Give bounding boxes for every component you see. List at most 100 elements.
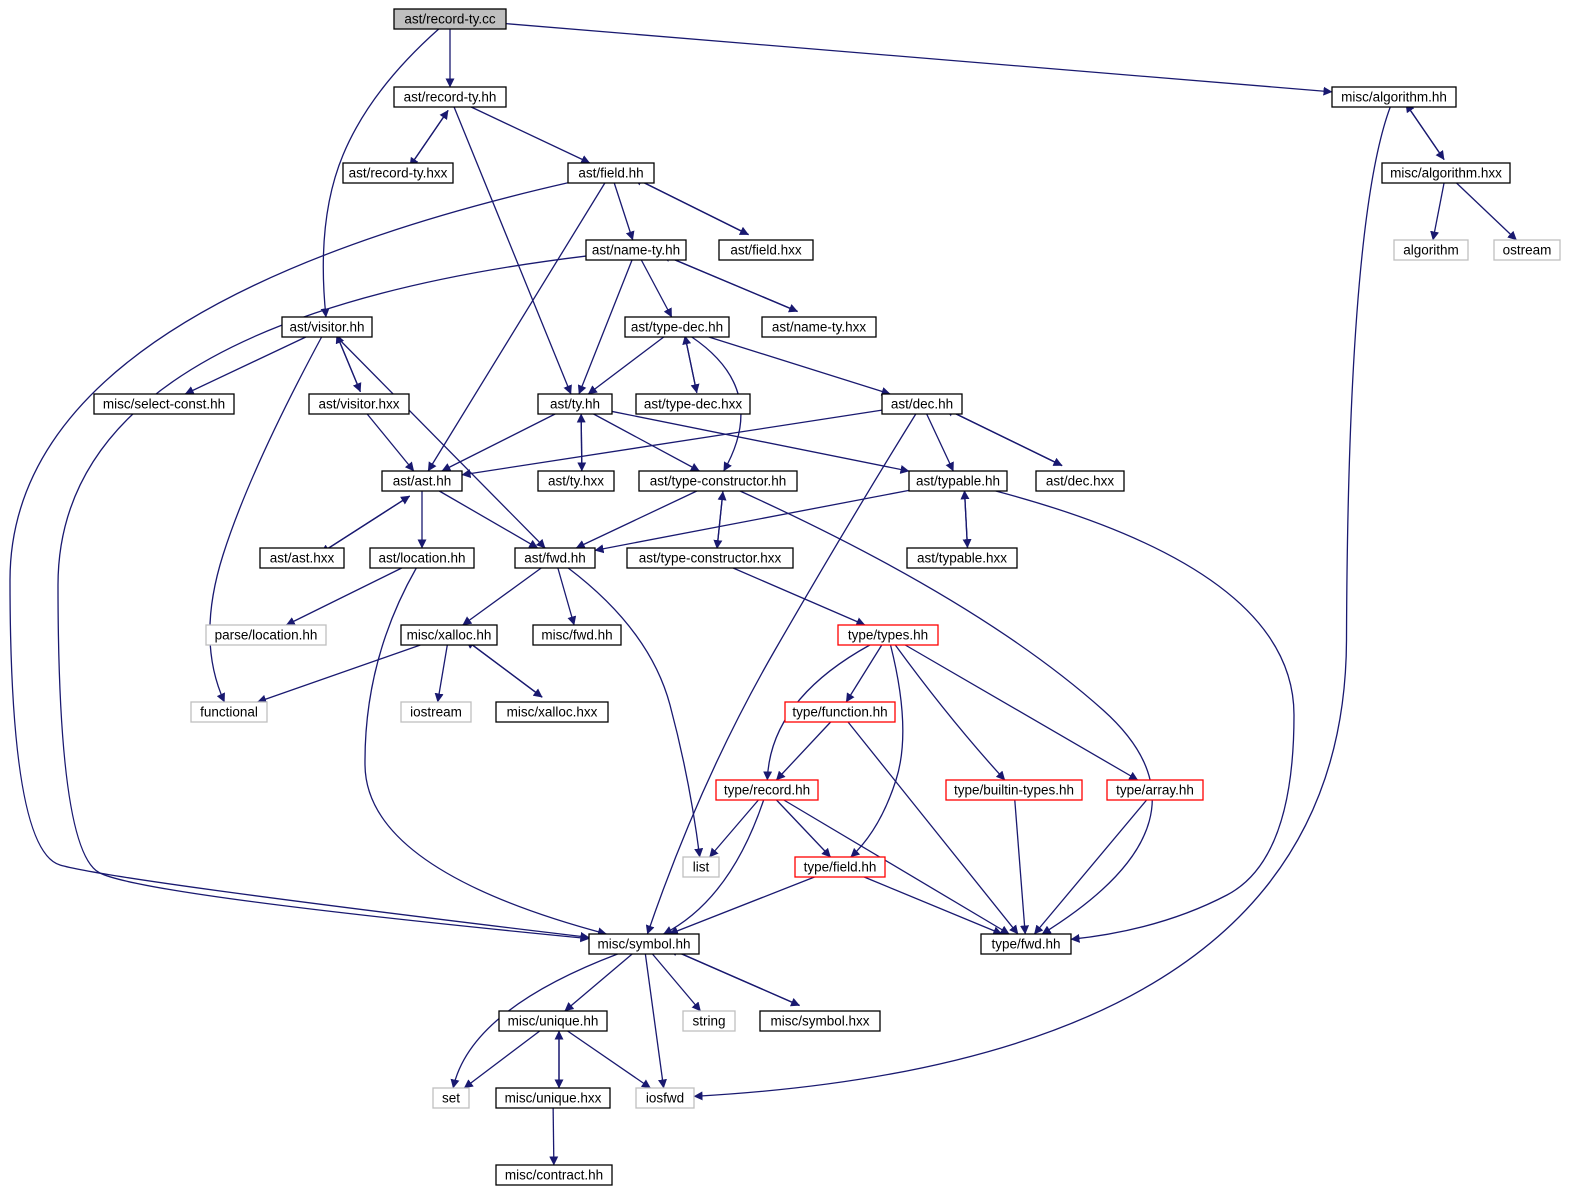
edge-algorithm-hxx-to-ostream (1456, 182, 1517, 241)
node-algorithm: algorithm (1393, 239, 1469, 261)
node-record-hh[interactable]: type/record.hh (715, 779, 819, 801)
node-type-fwd-hh[interactable]: type/fwd.hh (980, 933, 1072, 955)
node-box-typable-hxx (906, 547, 1018, 569)
edge-type-dec-hh-to-ty-hh (587, 336, 665, 395)
edge-visitor-hxx-to-ast-hh (366, 413, 415, 472)
edge-type-constructor-hxx-to-types-hh (732, 567, 866, 626)
edge-visitor-hh-to-select-const-hh (184, 336, 307, 395)
node-types-hh[interactable]: type/types.hh (837, 624, 939, 646)
node-name-ty-hxx[interactable]: ast/name-ty.hxx (761, 316, 877, 338)
node-visitor-hxx[interactable]: ast/visitor.hxx (308, 393, 410, 415)
node-box-algorithm-hxx (1381, 162, 1511, 184)
node-box-name-ty-hxx (761, 316, 877, 338)
node-label-typable-hh: ast/typable.hh (916, 474, 1000, 489)
node-ty-hxx[interactable]: ast/ty.hxx (537, 470, 615, 492)
node-name-ty-hh[interactable]: ast/name-ty.hh (585, 239, 687, 261)
node-label-type-field-hh: type/field.hh (804, 860, 877, 875)
node-xalloc-hh[interactable]: misc/xalloc.hh (400, 624, 498, 646)
edge-ty-hh-to-typable-hh (611, 410, 910, 474)
node-select-const-hh[interactable]: misc/select-const.hh (93, 393, 235, 415)
edge-symbol-hxx-to-symbol-hh (668, 947, 800, 1007)
node-box-types-hh (837, 624, 939, 646)
node-field-hxx[interactable]: ast/field.hxx (718, 239, 814, 261)
edge-algorithm-hh-to-iosfwd (693, 106, 1391, 1101)
node-typable-hh[interactable]: ast/typable.hh (908, 470, 1008, 492)
node-dec-hxx[interactable]: ast/dec.hxx (1035, 470, 1125, 492)
node-box-fwd-hh (514, 547, 596, 569)
node-box-builtin-types-hh (945, 779, 1083, 801)
node-visitor-hh[interactable]: ast/visitor.hh (281, 316, 373, 338)
node-label-type-constructor-hh: ast/type-constructor.hh (650, 474, 787, 489)
node-contract-hh[interactable]: misc/contract.hh (495, 1164, 613, 1186)
node-typable-hxx[interactable]: ast/typable.hxx (906, 547, 1018, 569)
edge-typable-hxx-to-typable-hh (960, 490, 970, 548)
node-fwd-hh[interactable]: ast/fwd.hh (514, 547, 596, 569)
node-box-record-ty-hh (393, 86, 507, 108)
node-label-types-hh: type/types.hh (848, 628, 928, 643)
node-label-visitor-hh: ast/visitor.hh (289, 320, 364, 335)
node-box-name-ty-hh (585, 239, 687, 261)
node-type-dec-hxx[interactable]: ast/type-dec.hxx (635, 393, 751, 415)
edge-visitor-hh-to-fwd-hh (336, 336, 546, 549)
node-iostream: iostream (400, 701, 472, 723)
node-field-hh[interactable]: ast/field.hh (567, 162, 655, 184)
node-label-ty-hxx: ast/ty.hxx (548, 474, 604, 489)
node-unique-hxx[interactable]: misc/unique.hxx (495, 1087, 611, 1109)
node-dec-hh[interactable]: ast/dec.hh (881, 393, 963, 415)
node-location-hh[interactable]: ast/location.hh (369, 547, 475, 569)
edge-symbol-hh-to-iosfwd (644, 953, 667, 1089)
node-type-constructor-hxx[interactable]: ast/type-constructor.hxx (626, 547, 794, 569)
node-label-ast-hh: ast/ast.hh (393, 474, 452, 489)
node-label-array-hh: type/array.hh (1116, 783, 1194, 798)
node-box-string (682, 1010, 736, 1032)
node-box-ast-hh (381, 470, 463, 492)
node-box-algorithm (1393, 239, 1469, 261)
edge-location-hh-to-symbol-hh (364, 567, 607, 937)
node-symbol-hh[interactable]: misc/symbol.hh (588, 933, 700, 955)
node-type-field-hh[interactable]: type/field.hh (794, 856, 886, 878)
edge-algorithm-hxx-to-algorithm-hh (1405, 103, 1445, 160)
node-label-unique-hh: misc/unique.hh (508, 1014, 599, 1029)
node-label-iosfwd: iosfwd (646, 1091, 684, 1106)
node-label-ast-hxx: ast/ast.hxx (270, 551, 335, 566)
node-type-dec-hh[interactable]: ast/type-dec.hh (624, 316, 730, 338)
node-unique-hh[interactable]: misc/unique.hh (498, 1010, 608, 1032)
node-set: set (432, 1087, 470, 1109)
edge-unique-hxx-to-contract-hh (549, 1107, 559, 1166)
node-label-symbol-hh: misc/symbol.hh (597, 937, 690, 952)
node-algorithm-hxx[interactable]: misc/algorithm.hxx (1381, 162, 1511, 184)
edge-name-ty-hh-to-type-dec-hh (640, 259, 673, 318)
edge-unique-hh-to-iosfwd (567, 1030, 651, 1089)
node-record-ty-hh[interactable]: ast/record-ty.hh (393, 86, 507, 108)
node-algorithm-hh[interactable]: misc/algorithm.hh (1331, 86, 1457, 108)
node-label-name-ty-hxx: ast/name-ty.hxx (772, 320, 867, 335)
node-ast-hxx[interactable]: ast/ast.hxx (259, 547, 345, 569)
node-record-ty-hxx[interactable]: ast/record-ty.hxx (342, 162, 454, 184)
node-label-type-fwd-hh: type/fwd.hh (991, 937, 1060, 952)
node-xalloc-hxx[interactable]: misc/xalloc.hxx (495, 701, 609, 723)
node-misc-fwd-hh[interactable]: misc/fwd.hh (532, 624, 622, 646)
node-label-record-ty-cc: ast/record-ty.cc (404, 12, 496, 27)
node-label-location-hh: ast/location.hh (378, 551, 465, 566)
edge-types-hh-to-builtin-types-hh (894, 644, 1006, 781)
node-builtin-types-hh[interactable]: type/builtin-types.hh (945, 779, 1083, 801)
node-label-name-ty-hh: ast/name-ty.hh (592, 243, 680, 258)
node-ast-hh[interactable]: ast/ast.hh (381, 470, 463, 492)
node-label-type-dec-hh: ast/type-dec.hh (631, 320, 723, 335)
node-box-location-hh (369, 547, 475, 569)
node-box-xalloc-hxx (495, 701, 609, 723)
edge-location-hh-to-parse-location-hh (285, 567, 403, 626)
node-label-xalloc-hh: misc/xalloc.hh (407, 628, 492, 643)
node-label-algorithm-hxx: misc/algorithm.hxx (1390, 166, 1502, 181)
node-type-constructor-hh[interactable]: ast/type-constructor.hh (638, 470, 798, 492)
node-array-hh[interactable]: type/array.hh (1106, 779, 1204, 801)
node-ty-hh[interactable]: ast/ty.hh (537, 393, 613, 415)
node-record-ty-cc[interactable]: ast/record-ty.cc (393, 8, 507, 30)
node-function-hh[interactable]: type/function.hh (784, 701, 896, 723)
node-symbol-hxx[interactable]: misc/symbol.hxx (759, 1010, 881, 1032)
edge-field-hxx-to-field-hh (633, 177, 749, 236)
edge-record-ty-hxx-to-record-ty-hh (409, 110, 449, 167)
node-box-parse-location-hh (205, 624, 327, 646)
node-box-type-dec-hxx (635, 393, 751, 415)
edge-unique-hh-to-set (463, 1030, 541, 1089)
